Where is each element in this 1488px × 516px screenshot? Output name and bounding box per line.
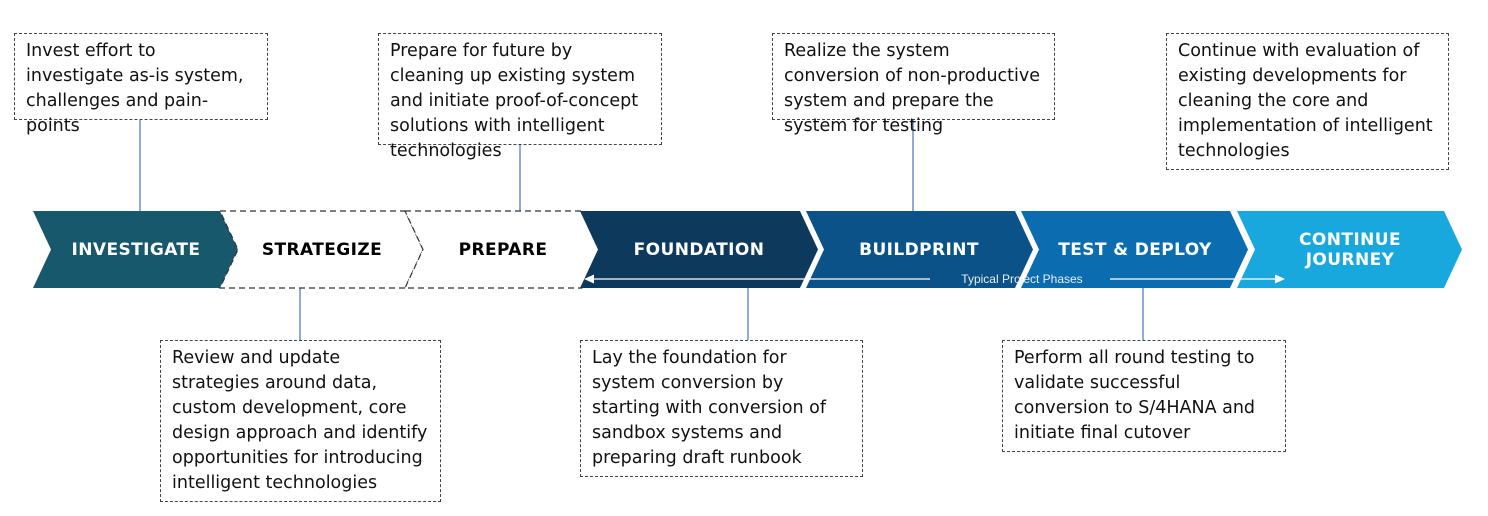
phase-chevron-continue-journey — [1237, 211, 1462, 288]
timeline-arrow-left-head — [584, 274, 594, 284]
note-continue: Continue with evaluation of existing dev… — [1166, 33, 1449, 170]
note-prepare: Prepare for future by cleaning up existi… — [378, 33, 662, 161]
note-test-deploy: Perform all round testing to validate su… — [1002, 340, 1286, 452]
phase-chevrons — [33, 210, 1462, 289]
phase-chevron-test-deploy — [1021, 211, 1248, 288]
timeline-arrow-right-head — [1275, 274, 1285, 284]
note-investigate: Invest effort to investigate as-is syste… — [14, 33, 268, 136]
phase-label-buildprint: BUILDPRINT — [859, 240, 979, 260]
phase-label-continue-line2: JOURNEY — [1305, 250, 1395, 270]
phase-chevron-investigate — [33, 211, 238, 288]
phase-label-prepare: PREPARE — [459, 240, 548, 260]
note-buildprint: Realize the system conversion of non-pro… — [772, 33, 1055, 136]
timeline-caption: Typical Project Phases — [961, 272, 1082, 286]
timeline-arrow — [584, 274, 1285, 284]
connector-lines — [139, 120, 1144, 340]
phase-label-continue-line1: CONTINUE — [1299, 230, 1401, 250]
phase-label-investigate: INVESTIGATE — [72, 240, 201, 260]
phase-label-foundation: FOUNDATION — [634, 240, 765, 260]
phase-label-test-deploy: TEST & DEPLOY — [1058, 240, 1212, 260]
note-strategize: Review and update strategies around data… — [160, 340, 441, 502]
phase-chevron-buildprint — [806, 211, 1033, 288]
phase-label-strategize: STRATEGIZE — [262, 240, 382, 260]
phase-chevron-foundation — [580, 211, 818, 288]
note-foundation: Lay the foundation for system conversion… — [580, 340, 863, 477]
